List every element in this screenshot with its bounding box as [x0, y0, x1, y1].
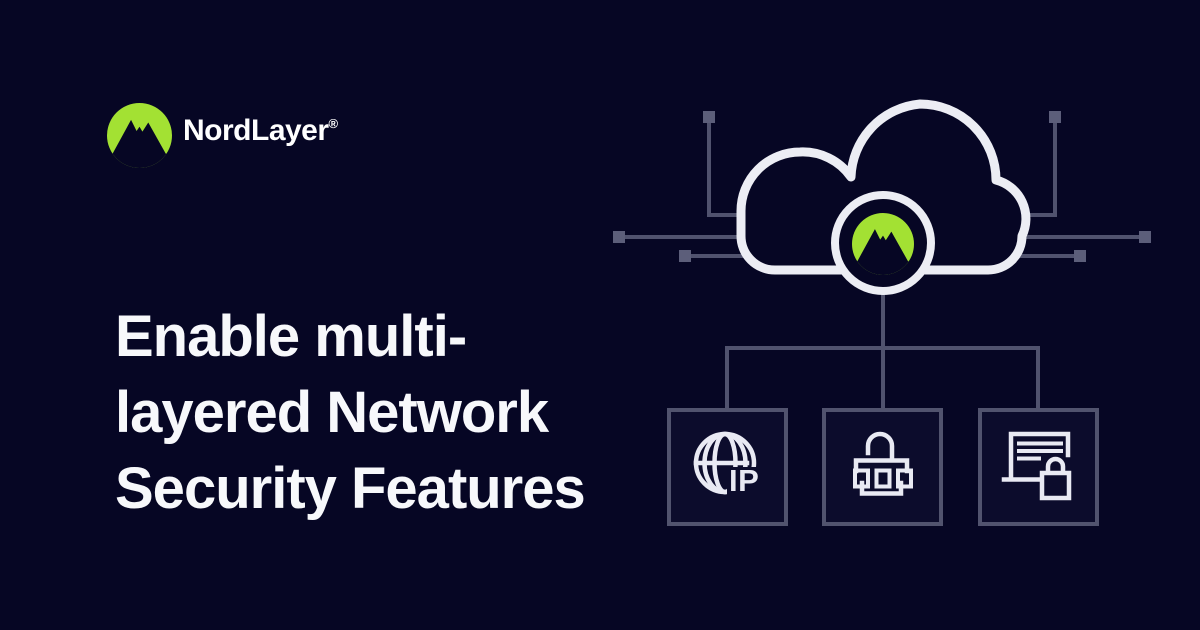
cloud-network-illustration: IP [613, 99, 1151, 526]
circuit-node [1074, 250, 1086, 262]
feature-box-credentials [822, 408, 943, 526]
page-title: Enable multi- layered Network Security F… [115, 299, 586, 527]
circuit-node [1049, 111, 1061, 123]
dedicated-ip-globe-icon: IP [693, 431, 767, 498]
circuit-node [1139, 231, 1151, 243]
headline-line-2: layered Network [115, 380, 549, 445]
headline-line-1: Enable multi- [115, 304, 467, 369]
circuit-node [613, 231, 625, 243]
headline-line-3: Security Features [115, 456, 586, 521]
circuit-lines-right [1017, 111, 1151, 262]
circuit-line [707, 120, 746, 217]
registered-mark: ® [328, 116, 339, 131]
document-lock-icon [1001, 431, 1072, 501]
circuit-node [703, 111, 715, 123]
feature-box-secure-document [978, 408, 1099, 526]
password-lock-icon [853, 431, 913, 496]
ip-label: IP [729, 463, 759, 498]
brand-lockup: NordLayer® [107, 103, 338, 168]
brand-wordmark: NordLayer® [183, 110, 338, 146]
nordlayer-logo-icon [107, 103, 172, 168]
circuit-node [679, 250, 691, 262]
brand-name: NordLayer [183, 114, 329, 147]
circuit-lines-left [613, 111, 746, 262]
globe-notch [727, 467, 767, 498]
cloud-outline [736, 99, 1031, 275]
nordlayer-badge [831, 191, 935, 295]
